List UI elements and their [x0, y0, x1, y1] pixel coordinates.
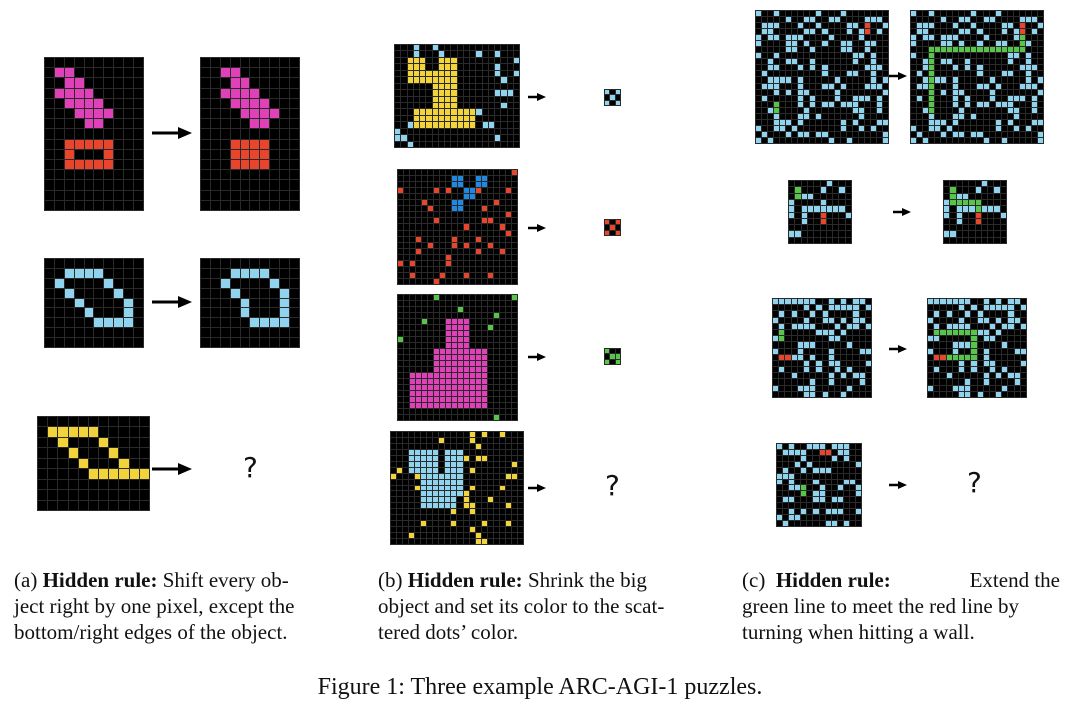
caption-a-line2: ject right by one pixel, except the: [14, 594, 295, 618]
arrow-icon: [889, 345, 907, 353]
caption-b: (b) Hidden rule: Shrink the big object a…: [378, 567, 700, 645]
panel-a-example2-output: [200, 258, 300, 348]
caption-b-label: (b): [378, 568, 403, 592]
arrow-icon: [152, 463, 192, 475]
arrow-icon: [889, 481, 907, 489]
caption-c: (c) Hidden rule: Extend the green line to…: [742, 567, 1060, 645]
caption-a-label: (a): [14, 568, 38, 592]
panel-c-unknown-output: ?: [967, 466, 982, 499]
caption-a-text1: Shift every ob-: [162, 568, 289, 592]
panel-b-example1-input: [394, 44, 520, 148]
panel-b-example2-input: [397, 169, 518, 285]
panel-a-test-input: [37, 416, 150, 511]
caption-c-line3: turning when hitting a wall.: [742, 620, 975, 644]
arrow-icon: [893, 208, 911, 216]
arrow-icon: [152, 127, 192, 139]
caption-c-rule-title: Hidden rule:: [775, 568, 891, 592]
panel-c-example3-output: [927, 298, 1027, 398]
caption-a-line3: bottom/right edges of the object.: [14, 620, 288, 644]
panel-b-example2-output: [604, 219, 621, 236]
panel-c-example3-input: [772, 298, 872, 398]
panel-c-example2-output: [943, 180, 1007, 244]
arrow-icon: [528, 353, 546, 361]
panel-b-test-input: [390, 431, 524, 545]
panel-c-example1-input: [755, 10, 889, 144]
panel-b-example3-output: [604, 348, 621, 365]
panel-a-unknown-output: ?: [243, 451, 258, 484]
caption-b-rule-title: Hidden rule:: [407, 568, 523, 592]
caption-c-line2: green line to meet the red line by: [742, 594, 1019, 618]
panel-c-test-input: [776, 443, 862, 527]
arrow-icon: [152, 296, 192, 308]
panel-a-example2-input: [44, 258, 144, 348]
panel-b-example3-input: [397, 294, 518, 421]
panel-a-example1-input: [44, 57, 144, 211]
arrow-icon: [889, 72, 907, 80]
panel-a-example1-output: [200, 57, 300, 211]
caption-a: (a) Hidden rule: Shift every ob- ject ri…: [14, 567, 332, 645]
panel-c-example1-output: [910, 10, 1044, 144]
caption-b-text1: Shrink the big: [527, 568, 647, 592]
caption-b-line2: object and set its color to the scat-: [378, 594, 665, 618]
caption-c-line1: (c) Hidden rule: Extend the: [742, 567, 1060, 593]
figure-caption: Figure 1: Three example ARC-AGI-1 puzzle…: [317, 674, 763, 700]
panel-b-unknown-output: ?: [605, 469, 620, 502]
caption-c-text1: Extend the: [969, 568, 1060, 592]
arrow-icon: [528, 93, 546, 101]
caption-b-line1: (b) Hidden rule: Shrink the big: [378, 567, 700, 593]
arrow-icon: [528, 484, 546, 492]
caption-a-rule-title: Hidden rule:: [42, 568, 158, 592]
caption-c-label: (c): [742, 568, 766, 592]
caption-a-line1: (a) Hidden rule: Shift every ob-: [14, 567, 332, 593]
caption-b-line3: tered dots’ color.: [378, 620, 519, 644]
panel-b-example1-output: [604, 89, 621, 106]
panel-c-example2-input: [788, 180, 852, 244]
arrow-icon: [528, 224, 546, 232]
